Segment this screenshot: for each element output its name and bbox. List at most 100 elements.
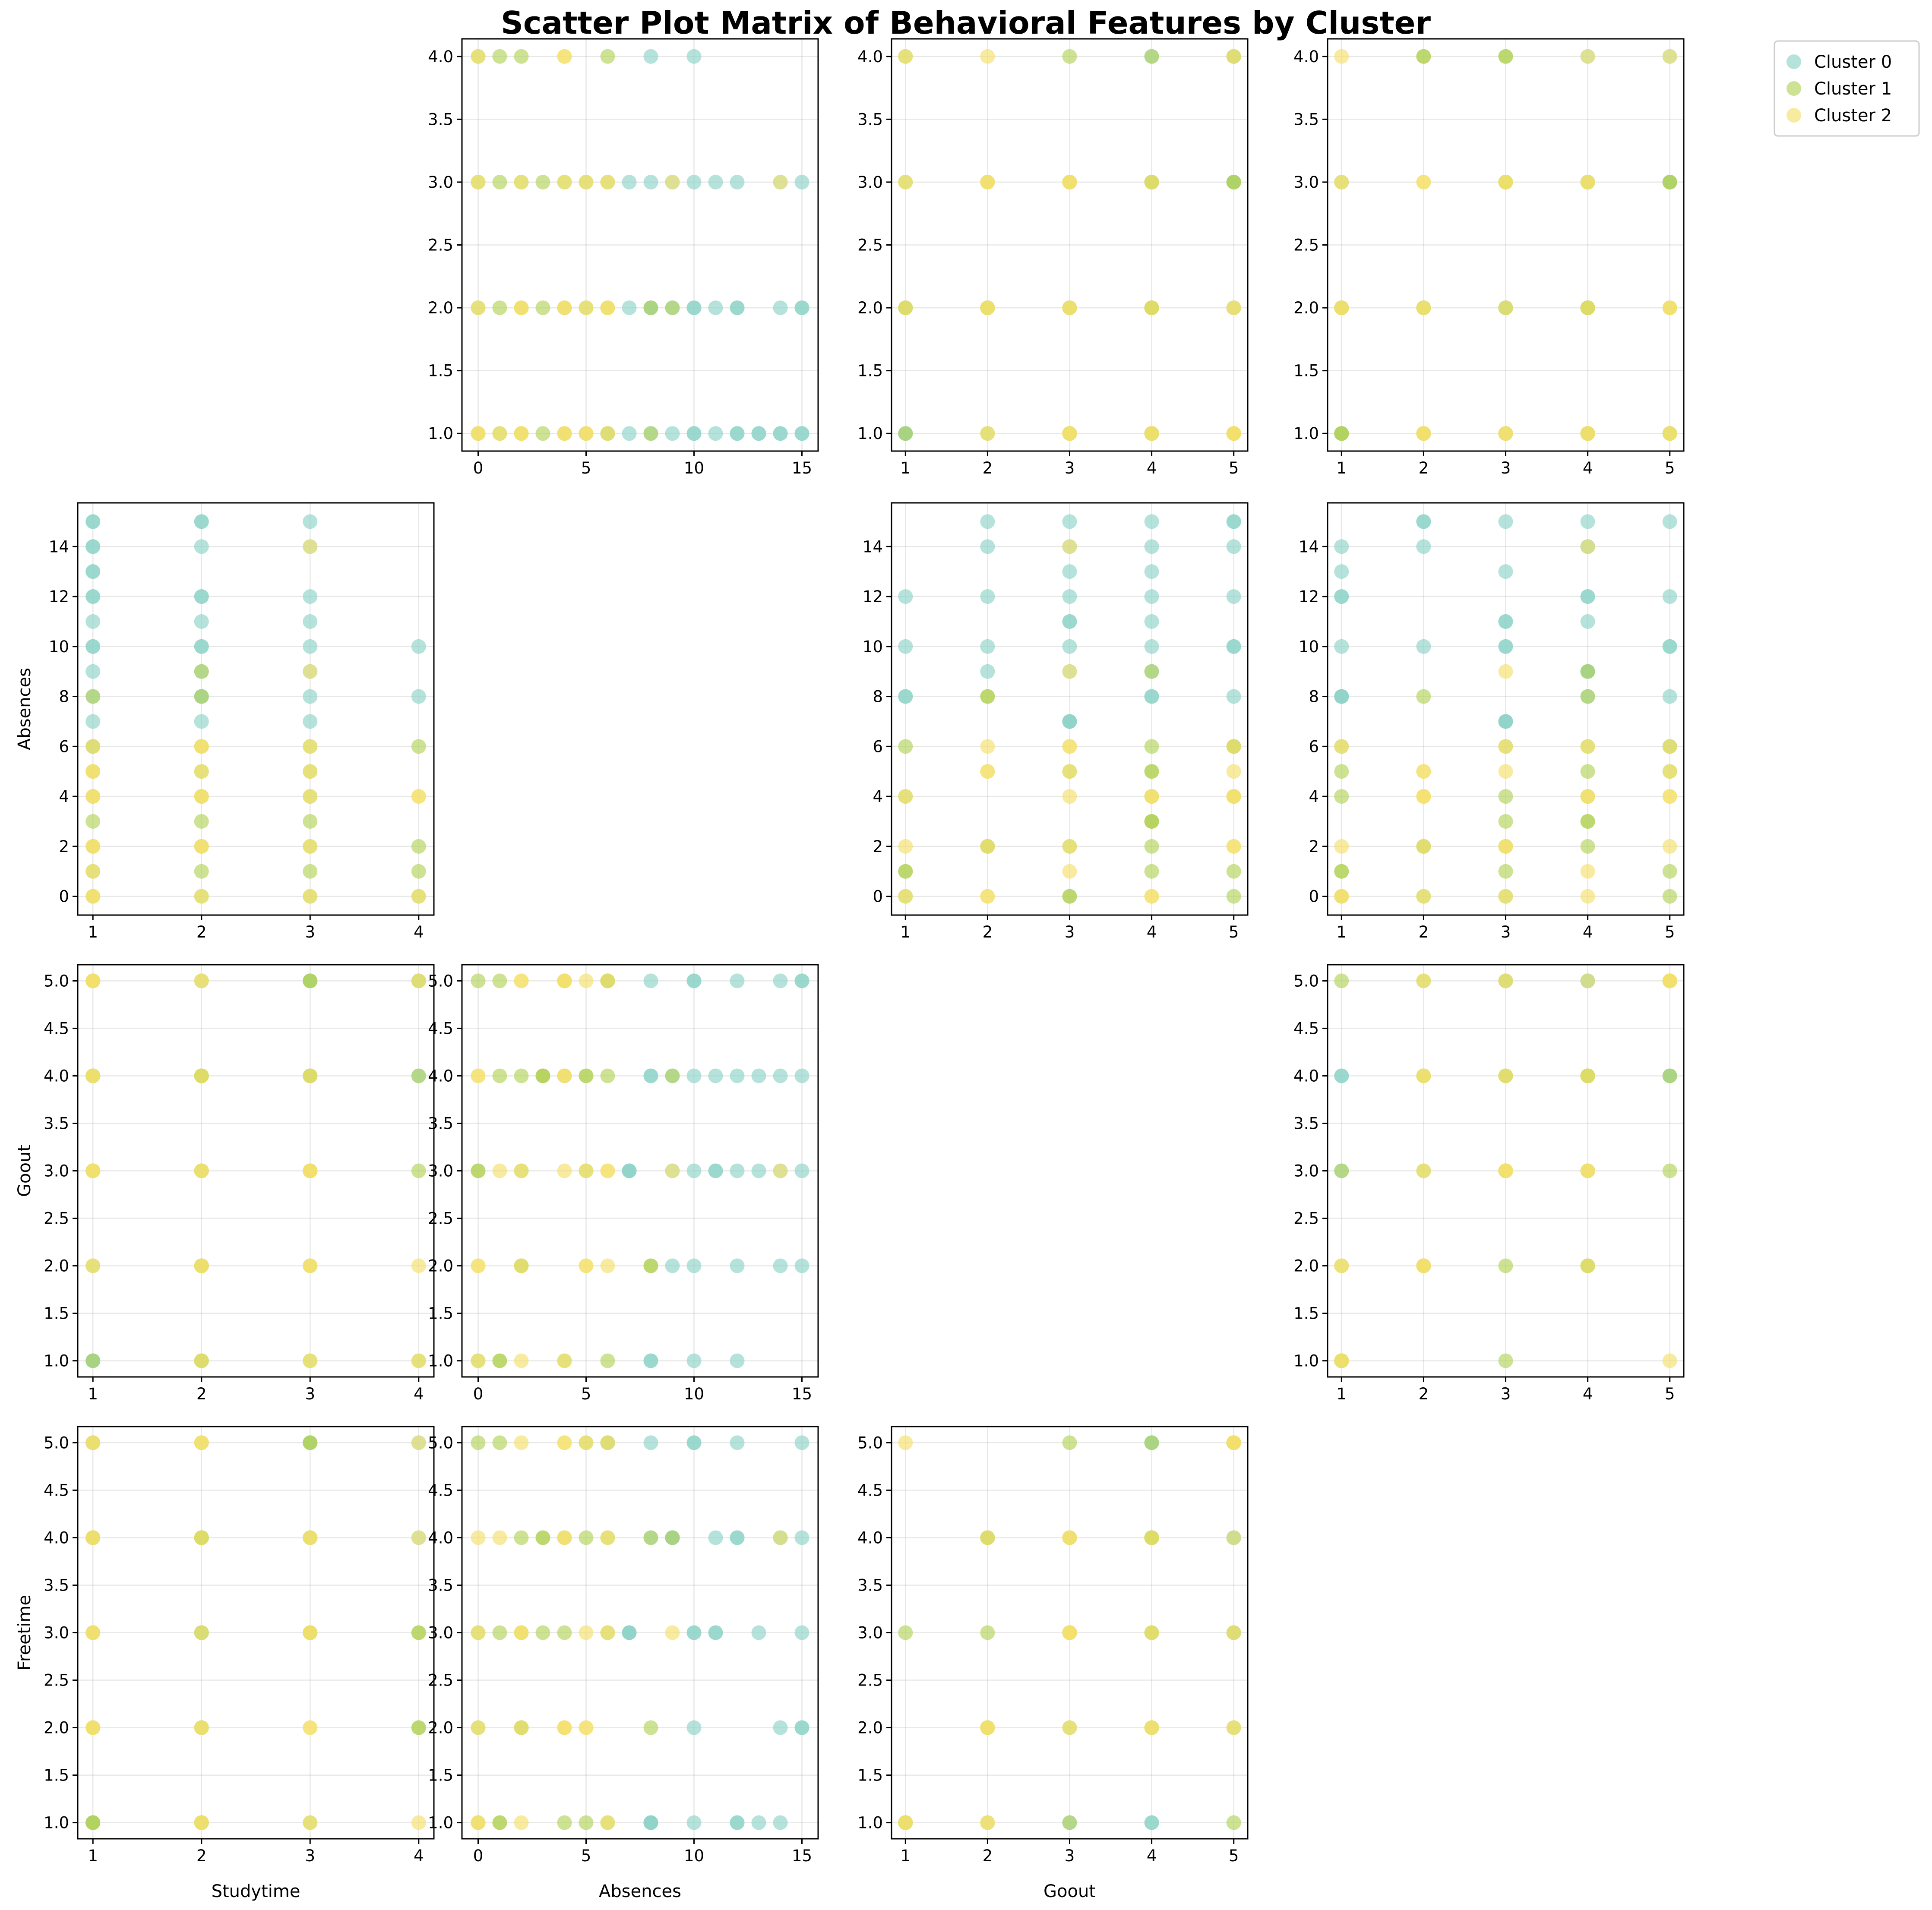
point-cluster-1 <box>1498 789 1513 804</box>
point-cluster-0 <box>1226 639 1241 654</box>
y-tick-label: 1.5 <box>1293 362 1319 380</box>
x-tick-label: 1 <box>1337 923 1347 941</box>
point-cluster-1 <box>1334 864 1349 879</box>
point-cluster-2 <box>514 1815 529 1830</box>
point-cluster-2 <box>1226 789 1241 804</box>
point-cluster-1 <box>898 864 913 879</box>
y-tick-label: 4.5 <box>44 1019 69 1038</box>
point-cluster-1 <box>1580 689 1595 704</box>
x-tick-label: 15 <box>792 1385 812 1403</box>
y-tick-label: 6 <box>873 737 883 756</box>
x-tick-label: 2 <box>196 1847 207 1865</box>
point-cluster-2 <box>85 1625 101 1640</box>
point-cluster-1 <box>1334 1163 1349 1178</box>
point-cluster-2 <box>1062 426 1077 441</box>
point-cluster-2 <box>194 789 209 804</box>
point-cluster-1 <box>535 1625 550 1640</box>
point-cluster-1 <box>492 1435 507 1450</box>
point-cluster-1 <box>85 689 101 704</box>
x-tick-label: 3 <box>305 1847 315 1865</box>
y-tick-label: 3.5 <box>428 1114 453 1133</box>
point-cluster-2 <box>898 889 913 904</box>
point-cluster-2 <box>1580 1163 1595 1178</box>
point-cluster-0 <box>773 1258 788 1273</box>
point-cluster-0 <box>794 426 809 441</box>
y-tick-label: 4.0 <box>44 1528 69 1547</box>
point-cluster-2 <box>303 1258 318 1273</box>
x-tick-label: 4 <box>1147 459 1157 477</box>
x-tick-label: 10 <box>684 1847 704 1865</box>
point-cluster-2 <box>980 889 995 904</box>
point-cluster-0 <box>665 1258 680 1273</box>
y-tick-label: 3.0 <box>1293 173 1319 192</box>
point-cluster-0 <box>622 174 637 189</box>
point-cluster-2 <box>557 1435 572 1450</box>
point-cluster-1 <box>471 1163 486 1178</box>
point-cluster-1 <box>579 1068 594 1083</box>
point-cluster-0 <box>303 714 318 729</box>
point-cluster-2 <box>1416 839 1431 854</box>
point-cluster-2 <box>514 1163 529 1178</box>
point-cluster-0 <box>794 1068 809 1083</box>
point-cluster-2 <box>411 1530 426 1545</box>
y-tick-label: 1.0 <box>428 1352 453 1370</box>
point-cluster-2 <box>1662 426 1677 441</box>
point-cluster-2 <box>1580 300 1595 316</box>
y-tick-label: 5.0 <box>44 972 69 990</box>
point-cluster-2 <box>1062 789 1077 804</box>
point-cluster-1 <box>492 300 507 316</box>
point-cluster-2 <box>194 1435 209 1450</box>
y-tick-label: 2.5 <box>44 1671 69 1690</box>
y-tick-label: 5.0 <box>1293 972 1319 990</box>
y-axis-label-goout: Goout <box>15 1145 35 1197</box>
point-cluster-2 <box>303 1068 318 1083</box>
point-cluster-2 <box>1062 764 1077 779</box>
point-cluster-1 <box>1662 864 1677 879</box>
point-cluster-0 <box>773 426 788 441</box>
point-cluster-2 <box>1580 1068 1595 1083</box>
point-cluster-0 <box>1662 689 1677 704</box>
point-cluster-1 <box>194 864 209 879</box>
point-cluster-0 <box>1144 639 1159 654</box>
point-cluster-1 <box>557 1815 572 1830</box>
point-cluster-2 <box>665 174 680 189</box>
point-cluster-1 <box>411 839 426 854</box>
y-tick-label: 2.5 <box>857 1671 883 1690</box>
x-tick-label: 5 <box>581 459 591 477</box>
point-cluster-0 <box>1416 639 1431 654</box>
point-cluster-1 <box>85 1353 101 1368</box>
point-cluster-2 <box>194 1068 209 1083</box>
point-cluster-0 <box>1498 714 1513 729</box>
y-tick-label: 2.5 <box>857 236 883 255</box>
legend-marker-cluster-2 <box>1787 108 1801 123</box>
point-cluster-0 <box>1226 589 1241 604</box>
point-cluster-2 <box>557 1720 572 1735</box>
point-cluster-1 <box>1334 426 1349 441</box>
x-tick-label: 2 <box>1419 1385 1429 1403</box>
point-cluster-2 <box>1416 889 1431 904</box>
point-cluster-0 <box>85 639 101 654</box>
legend-label-cluster-1: Cluster 1 <box>1814 79 1892 99</box>
y-tick-label: 2.5 <box>428 236 453 255</box>
y-tick-label: 3.0 <box>857 173 883 192</box>
x-tick-label: 3 <box>305 923 315 941</box>
x-tick-label: 1 <box>1337 459 1347 477</box>
point-cluster-0 <box>411 639 426 654</box>
point-cluster-1 <box>194 814 209 829</box>
point-cluster-1 <box>643 426 658 441</box>
point-cluster-2 <box>600 426 615 441</box>
point-cluster-0 <box>794 1625 809 1640</box>
legend-label-cluster-2: Cluster 2 <box>1814 106 1892 126</box>
point-cluster-0 <box>1062 589 1077 604</box>
point-cluster-2 <box>1062 1530 1077 1545</box>
point-cluster-0 <box>686 174 702 189</box>
point-cluster-2 <box>303 1625 318 1640</box>
point-cluster-2 <box>579 300 594 316</box>
point-cluster-1 <box>1144 764 1159 779</box>
point-cluster-2 <box>514 1258 529 1273</box>
x-axis-label-absences: Absences <box>599 1882 681 1901</box>
x-tick-label: 5 <box>1229 1847 1239 1865</box>
point-cluster-1 <box>411 739 426 754</box>
